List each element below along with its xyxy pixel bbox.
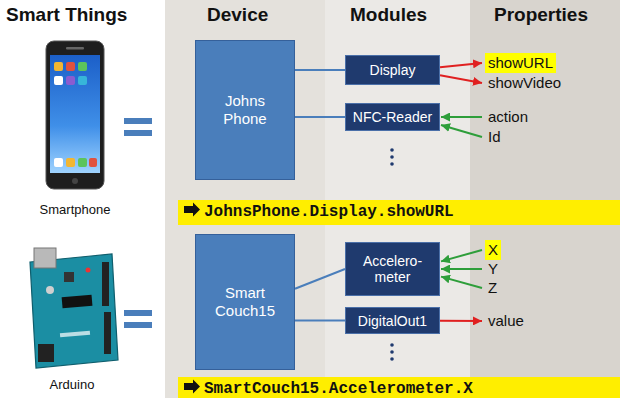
- modules-column: [325, 0, 470, 398]
- node-text: Display: [370, 62, 416, 78]
- connector: [295, 320, 345, 322]
- node-text: Smart Couch15: [212, 284, 278, 320]
- column-title: Device: [207, 4, 268, 26]
- device-column: [165, 0, 325, 398]
- connector: [295, 69, 345, 71]
- node-text: JohnsPhone.Display.showURL: [204, 203, 454, 222]
- connector: [441, 116, 482, 118]
- connector: [441, 277, 482, 288]
- module-box: Display: [345, 55, 440, 85]
- property-name: Y: [485, 259, 501, 279]
- module-box: DigitalOut1: [345, 307, 440, 334]
- node-text: SmartCouch15.Accelerometer.X: [204, 380, 473, 398]
- column-title: Properties: [494, 4, 588, 26]
- node-text: Accelero- meter: [357, 253, 429, 285]
- property-name: Id: [485, 127, 504, 147]
- property-name: showVideo: [485, 73, 564, 93]
- equals-symbol: [124, 310, 152, 328]
- property-name: Z: [485, 278, 500, 298]
- node-text: DigitalOut1: [358, 313, 427, 329]
- connector: [441, 268, 482, 270]
- connector: [440, 63, 482, 67]
- connector: [295, 116, 345, 118]
- node-text: value: [488, 311, 524, 331]
- column-title: Smart Things: [6, 4, 127, 26]
- property-name: action: [485, 107, 531, 127]
- node-text: Johns Phone: [214, 92, 276, 128]
- smartphone-picture: [46, 41, 104, 189]
- connector: [440, 320, 482, 322]
- picture-caption: Arduino: [50, 377, 95, 393]
- connector: [295, 269, 345, 289]
- module-box: NFC-Reader: [345, 103, 440, 131]
- node-text: showVideo: [488, 73, 561, 93]
- property-name: showURL: [485, 53, 556, 73]
- node-text: showURL: [488, 53, 553, 73]
- column-title: Modules: [350, 4, 427, 26]
- connector: [441, 250, 482, 261]
- node-text: Id: [488, 127, 501, 147]
- node-text: Z: [488, 278, 497, 298]
- properties-column: [470, 0, 620, 398]
- continuation-dots: [390, 343, 394, 361]
- node-text: X: [488, 240, 498, 260]
- node-text: NFC-Reader: [353, 109, 432, 125]
- path-bar: SmartCouch15.Accelerometer.X: [178, 377, 620, 398]
- device-box: Smart Couch15: [195, 234, 295, 370]
- equals-symbol: [124, 118, 152, 136]
- property-name: value: [485, 311, 527, 331]
- module-box: Accelero- meter: [345, 242, 440, 296]
- connector: [441, 125, 482, 137]
- connector: [440, 75, 482, 83]
- picture-caption: Smartphone: [40, 202, 111, 218]
- node-text: Y: [488, 259, 498, 279]
- path-bar: JohnsPhone.Display.showURL: [178, 200, 620, 225]
- device-box: Johns Phone: [195, 40, 295, 180]
- node-text: action: [488, 107, 528, 127]
- arduino-picture: [30, 248, 118, 368]
- property-name: X: [485, 240, 501, 260]
- continuation-dots: [390, 148, 394, 166]
